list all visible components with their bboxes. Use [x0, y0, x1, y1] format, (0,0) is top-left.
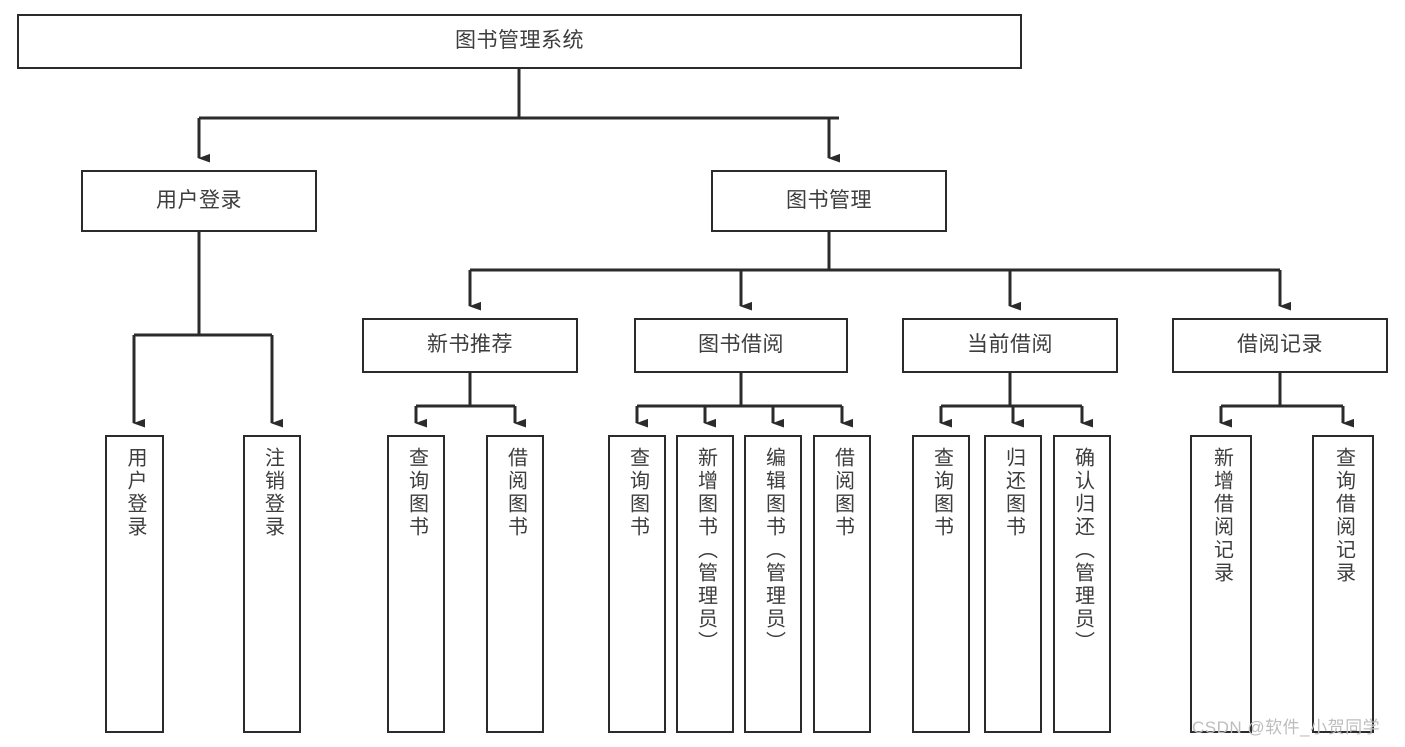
node-leaf-borrow-book[interactable]: 借阅图书 — [813, 435, 871, 733]
node-leaf-add-borrowing-record[interactable]: 新增借阅记录 — [1190, 435, 1252, 733]
node-label: 当前借阅 — [967, 333, 1053, 357]
node-book-borrowing[interactable]: 图书借阅 — [634, 318, 848, 373]
node-leaf-user-login[interactable]: 用户登录 — [105, 435, 164, 733]
node-leaf-return-book[interactable]: 归还图书 — [984, 435, 1042, 733]
node-leaf-query-book-recommendation[interactable]: 查询图书 — [387, 435, 445, 733]
node-label: 借阅记录 — [1237, 333, 1323, 357]
node-label: 图书借阅 — [698, 333, 784, 357]
node-borrowing-records[interactable]: 借阅记录 — [1172, 318, 1388, 373]
node-label: 确认归还（管理员） — [1071, 447, 1094, 654]
node-label: 借阅图书 — [831, 447, 854, 539]
node-label: 新增图书（管理员） — [694, 447, 717, 654]
node-label: 图书管理 — [786, 188, 872, 212]
node-label: 查询图书 — [626, 447, 649, 539]
node-label: 查询借阅记录 — [1332, 447, 1355, 585]
node-root-book-management-system[interactable]: 图书管理系统 — [17, 14, 1022, 69]
node-leaf-confirm-return-admin[interactable]: 确认归还（管理员） — [1053, 435, 1111, 733]
node-label: 用户登录 — [124, 447, 146, 539]
node-leaf-query-book-current[interactable]: 查询图书 — [912, 435, 970, 733]
node-label: 归还图书 — [1002, 447, 1025, 539]
node-label: 借阅图书 — [504, 447, 527, 539]
node-leaf-query-book-borrowing[interactable]: 查询图书 — [608, 435, 666, 733]
node-book-management[interactable]: 图书管理 — [711, 170, 947, 232]
node-label: 注销登录 — [261, 447, 284, 539]
node-label: 图书管理系统 — [455, 29, 584, 53]
node-leaf-query-borrowing-record[interactable]: 查询借阅记录 — [1312, 435, 1374, 733]
node-label: 编辑图书（管理员） — [762, 447, 785, 654]
node-user-login[interactable]: 用户登录 — [81, 170, 317, 232]
node-label: 新书推荐 — [427, 333, 513, 357]
node-leaf-edit-book-admin[interactable]: 编辑图书（管理员） — [744, 435, 802, 733]
node-label: 新增借阅记录 — [1210, 447, 1233, 585]
node-label: 查询图书 — [930, 447, 953, 539]
node-new-book-recommendation[interactable]: 新书推荐 — [362, 318, 578, 373]
node-current-borrowing[interactable]: 当前借阅 — [902, 318, 1118, 373]
node-leaf-add-book-admin[interactable]: 新增图书（管理员） — [676, 435, 734, 733]
node-leaf-borrow-book-recommendation[interactable]: 借阅图书 — [486, 435, 544, 733]
node-label: 用户登录 — [156, 188, 242, 212]
node-leaf-logout[interactable]: 注销登录 — [243, 435, 301, 733]
node-label: 查询图书 — [405, 447, 428, 539]
csdn-watermark: CSDN @软件_小贺同学 — [1192, 718, 1381, 737]
